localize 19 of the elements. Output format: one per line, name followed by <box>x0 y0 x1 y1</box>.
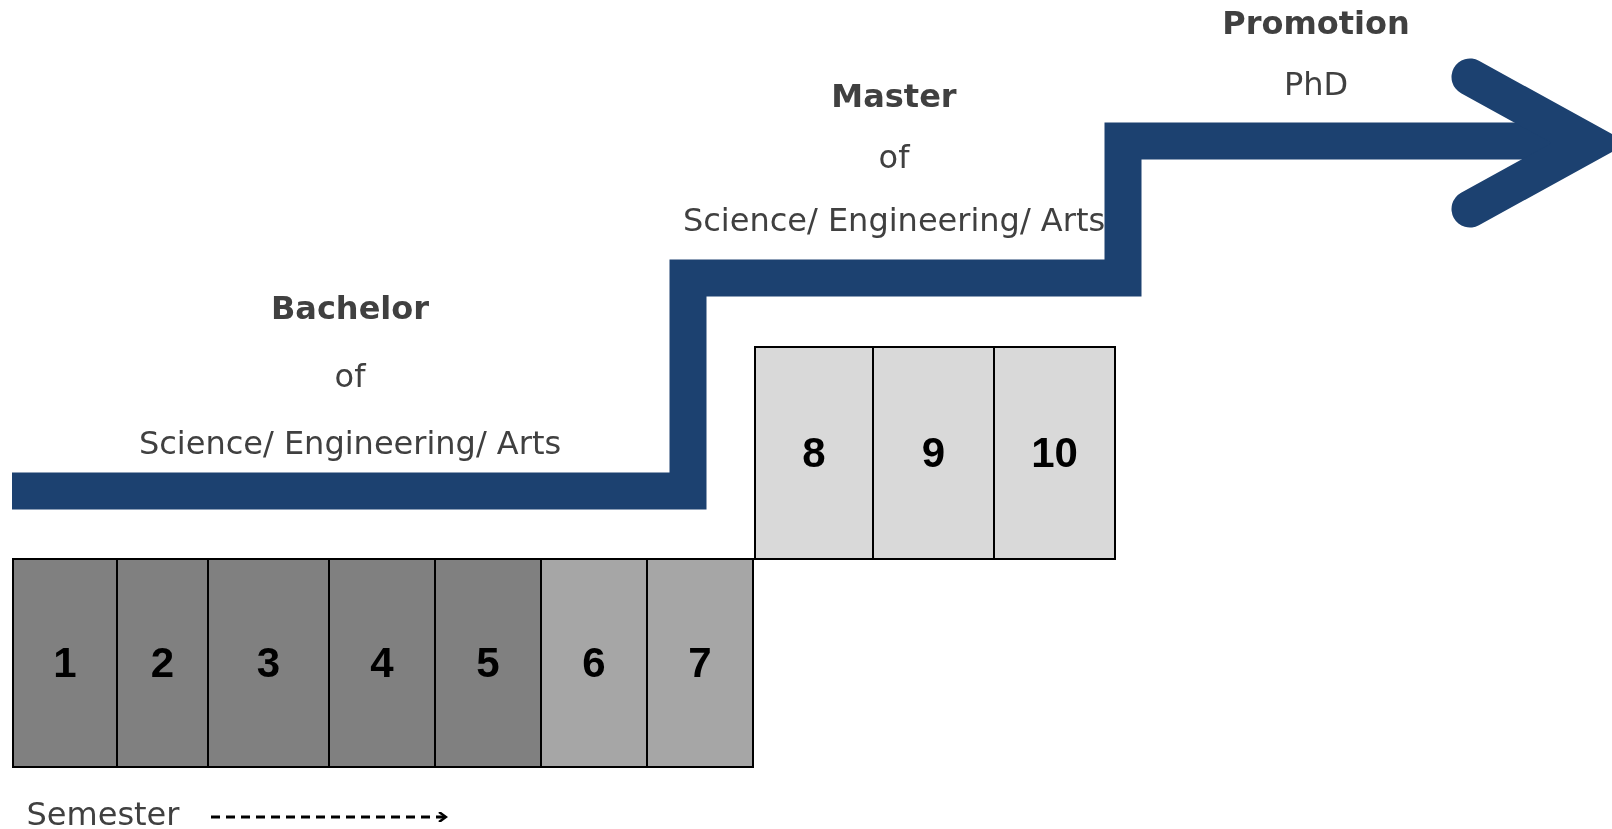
degree-title: Promotion <box>1222 4 1410 42</box>
field-of-study: Science/ Engineering/ Arts <box>138 424 562 462</box>
degree-title: Master <box>831 77 957 115</box>
connector-word: of <box>334 357 366 395</box>
semester-box: 9 <box>872 346 995 560</box>
semester-box: 1 <box>12 558 118 768</box>
semester-box: 3 <box>207 558 330 768</box>
field-of-study: Science/ Engineering/ Arts <box>682 201 1106 239</box>
axis-label: Semester <box>26 795 180 829</box>
degree-title: Bachelor <box>270 289 430 327</box>
semester-box: 5 <box>434 558 542 768</box>
semester-box: 4 <box>328 558 436 768</box>
semester-box: 8 <box>754 346 874 560</box>
semester-box: 6 <box>540 558 648 768</box>
connector-word: of <box>878 138 910 176</box>
degree-subtitle: PhD <box>1283 65 1349 103</box>
semester-box: 10 <box>993 346 1116 560</box>
semester-box: 2 <box>116 558 209 768</box>
semester-box: 7 <box>646 558 754 768</box>
